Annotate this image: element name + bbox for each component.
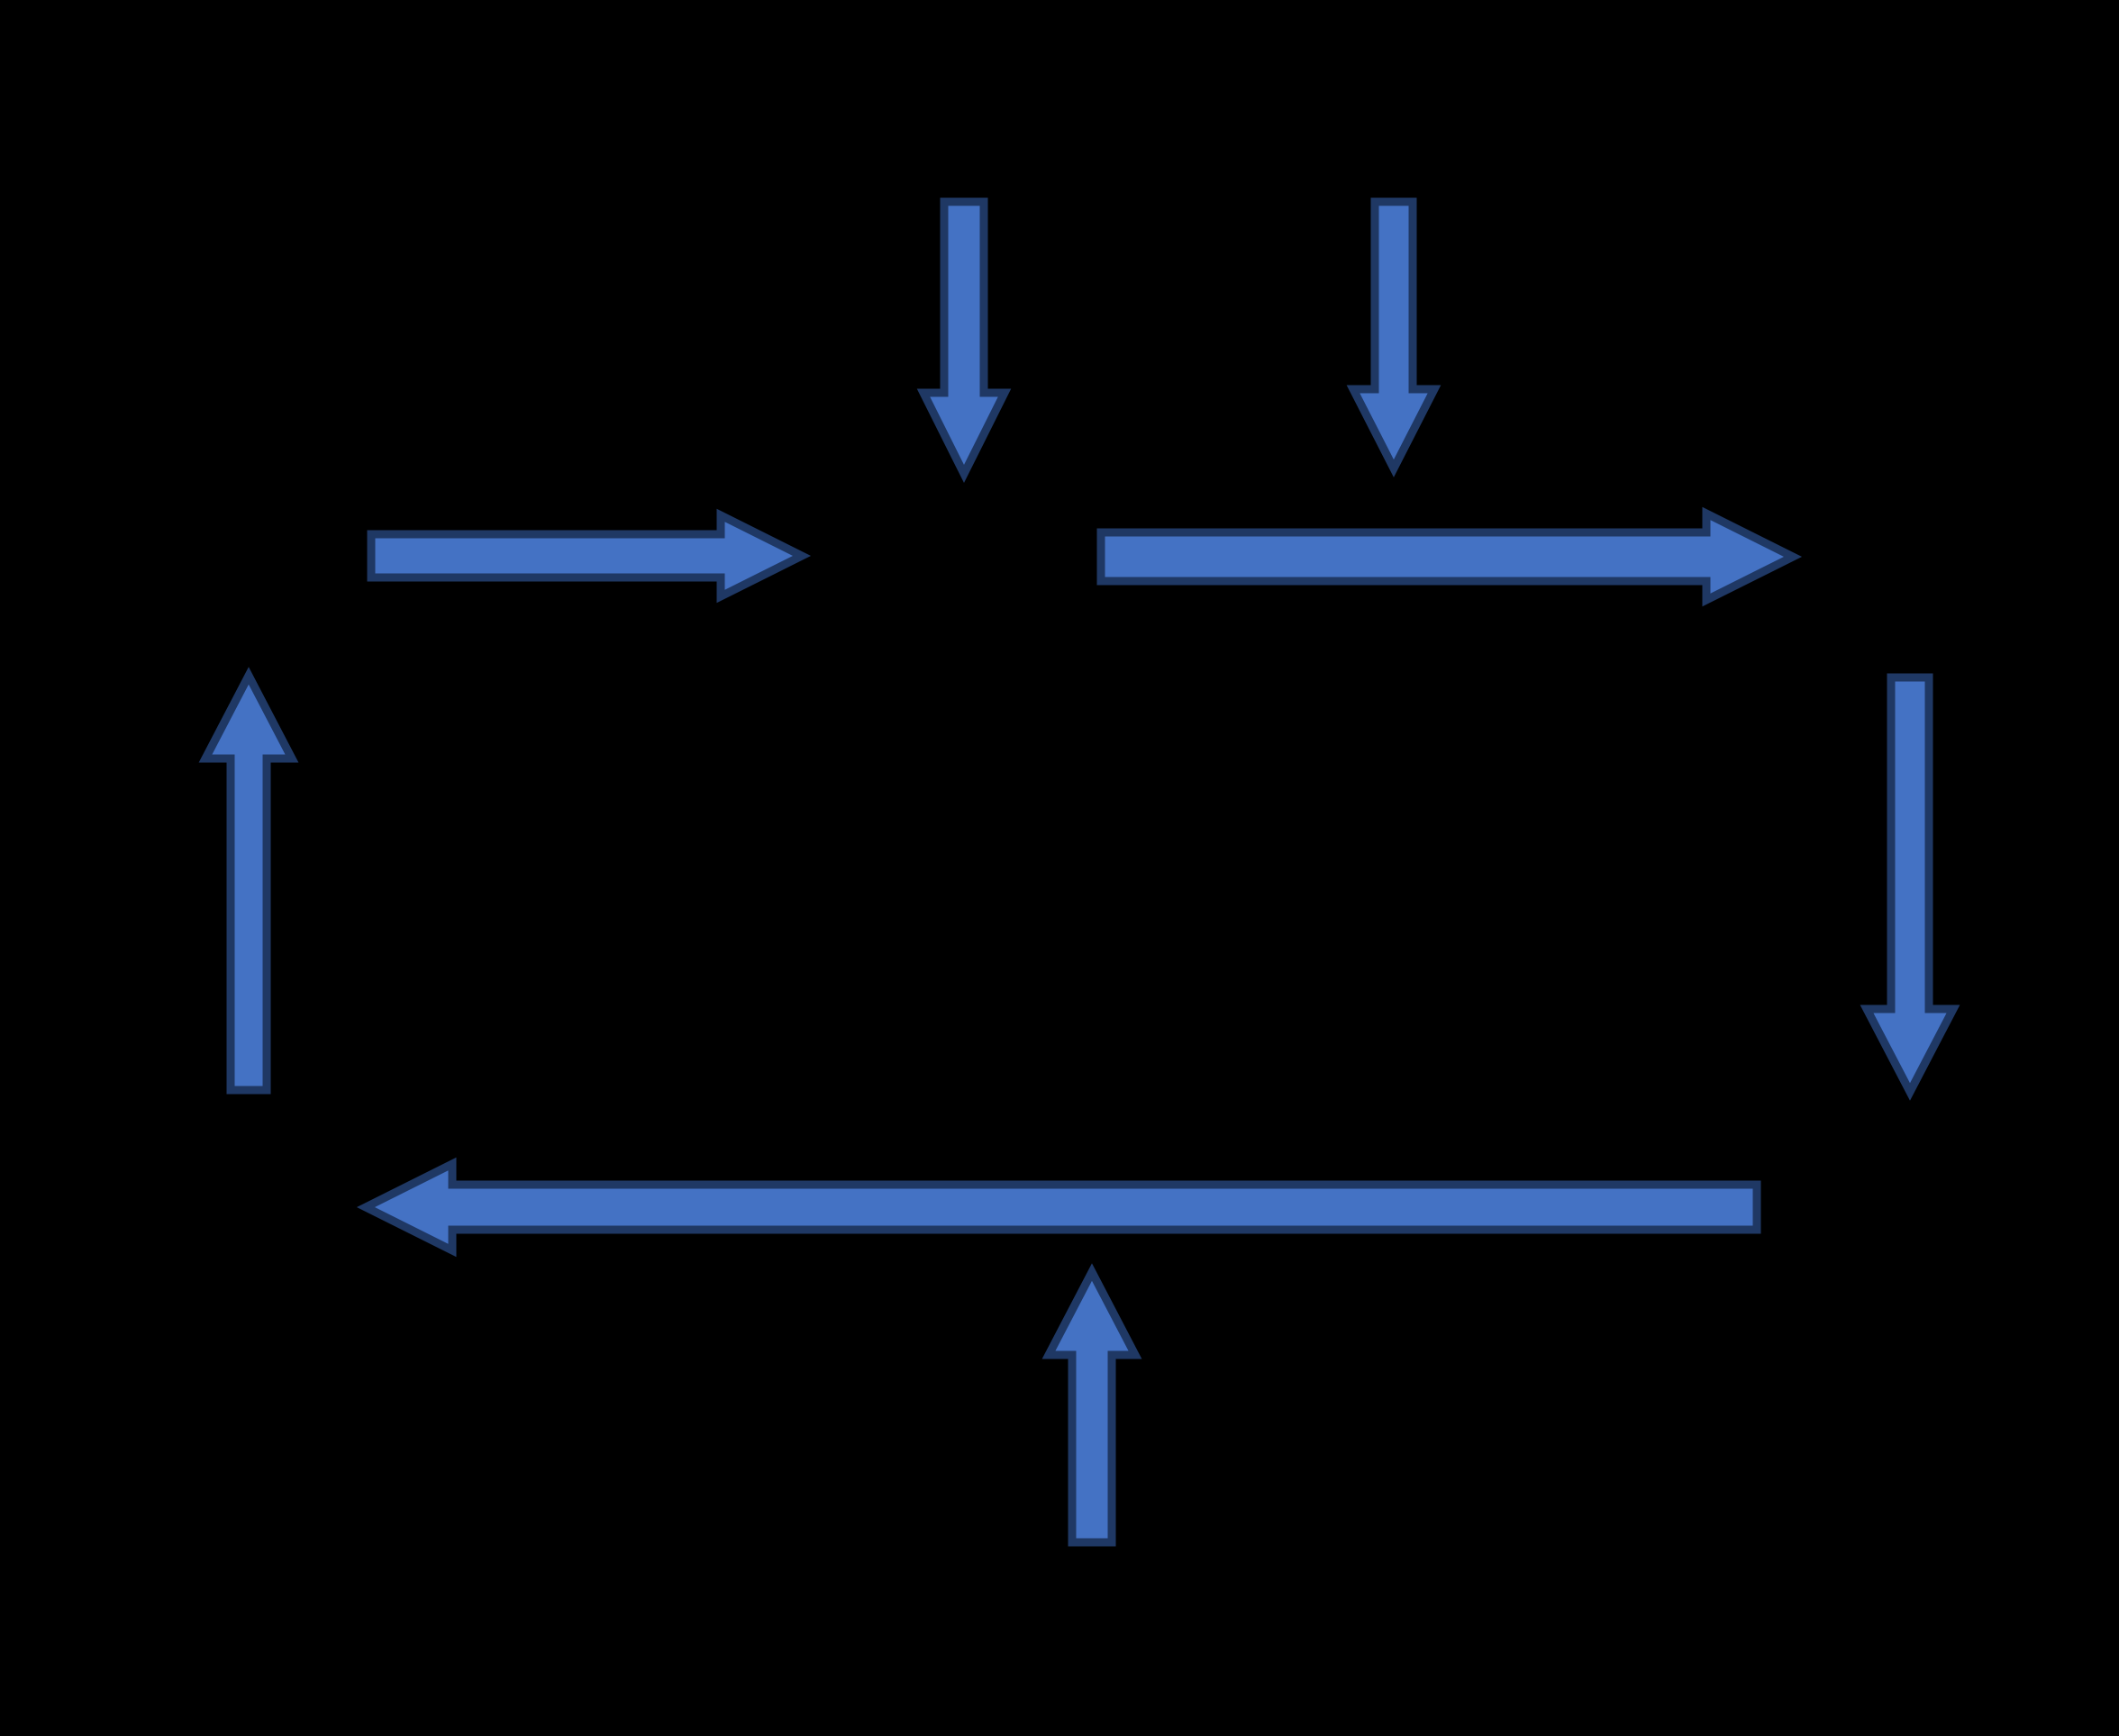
arrow-up-bottom-center — [1041, 1263, 1142, 1547]
arrow-down-right-side — [1860, 673, 1960, 1101]
arrow-right-upper-right — [1096, 506, 1803, 607]
arrow-right-upper-left — [367, 508, 812, 604]
arrow-left-bottom — [356, 1157, 1761, 1258]
arrow-down-top-right — [1346, 197, 1441, 477]
arrow-up-left-side — [198, 667, 299, 1095]
arrow-down-top-left — [916, 197, 1012, 484]
